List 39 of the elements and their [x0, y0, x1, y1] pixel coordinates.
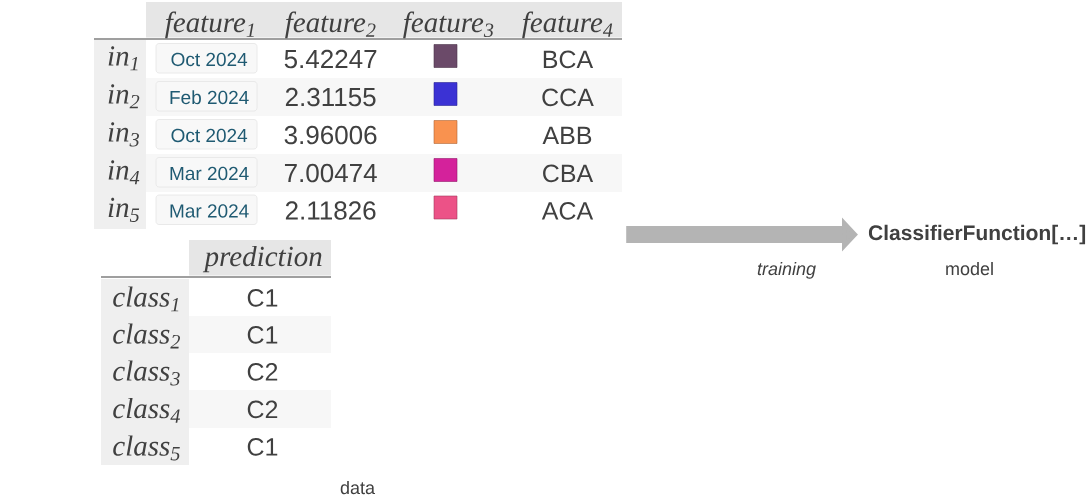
number: 3.96006	[284, 125, 377, 145]
column-heading: feature$_{2}$	[268, 2, 386, 39]
date-chip: Feb 2024	[155, 81, 258, 112]
row-heading: in$_{2}$	[94, 78, 146, 116]
node-label: model	[946, 261, 993, 276]
date-chip: Mar 2024	[155, 194, 258, 225]
date-chip: Oct 2024	[155, 43, 258, 74]
row-heading: in$_{4}$	[94, 154, 146, 192]
row-heading: class$_{5}$	[101, 428, 189, 465]
column-heading: feature$_{1}$	[146, 2, 268, 39]
row-heading: class$_{2}$	[101, 316, 189, 353]
code: ABB	[542, 126, 592, 144]
row-heading: class$_{3}$	[101, 353, 189, 390]
number: 2.11826	[285, 201, 376, 220]
function-name: ClassifierFunction[…]	[868, 224, 1086, 245]
code: CCA	[542, 88, 594, 107]
code: C2	[247, 363, 278, 381]
code: C2	[247, 400, 278, 419]
number: 2.31155	[285, 87, 376, 107]
code: C1	[247, 438, 278, 456]
column-heading: feature$_{4}$	[503, 2, 622, 39]
code: C1	[247, 289, 278, 307]
code: CBA	[543, 164, 594, 183]
row-heading: class$_{4}$	[101, 390, 189, 428]
number: 7.00474	[284, 163, 377, 183]
row-heading: in$_{5}$	[94, 192, 146, 229]
row-heading: class$_{1}$	[101, 279, 189, 316]
column-heading: feature$_{3}$	[386, 2, 503, 39]
date-chip: Mar 2024	[155, 157, 258, 188]
code: BCA	[543, 50, 594, 69]
node-label: data	[340, 480, 375, 495]
row-heading: in$_{3}$	[94, 116, 146, 154]
date-chip: Oct 2024	[155, 119, 258, 150]
edge-label: training	[751, 260, 818, 280]
row-heading: in$_{1}$	[94, 40, 146, 78]
number: 5.42247	[284, 49, 377, 69]
code: ACA	[541, 202, 594, 220]
code: C1	[247, 326, 278, 344]
column-heading: prediction	[189, 240, 331, 276]
